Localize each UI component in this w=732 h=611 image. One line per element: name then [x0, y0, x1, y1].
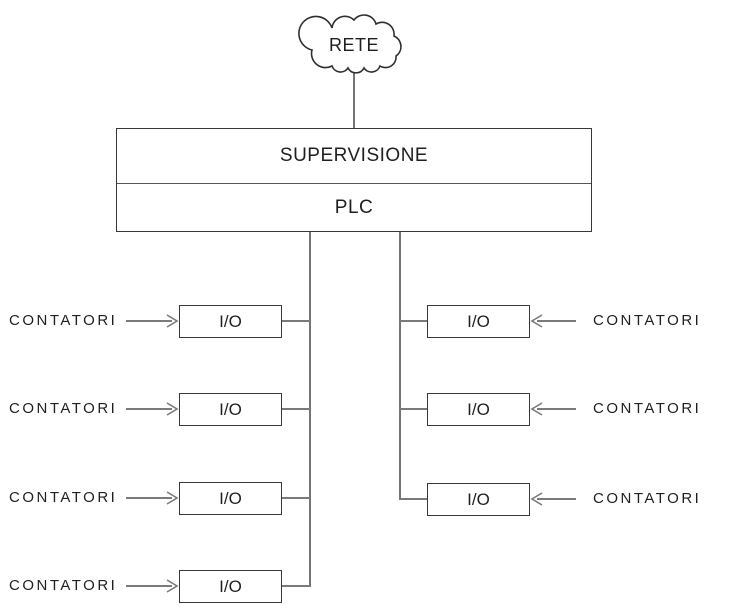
network-cloud-icon — [298, 14, 402, 74]
io-box-right-3: I/O — [427, 483, 530, 516]
io-box-right-2: I/O — [427, 393, 530, 426]
branch-trunk-lines — [309, 232, 401, 586]
io-box-left-2: I/O — [179, 393, 282, 426]
controller-box: SUPERVISIONE PLC — [116, 128, 592, 232]
io-box-left-4: I/O — [179, 570, 282, 603]
io-box-left-3: I/O — [179, 482, 282, 515]
right-input-arrows — [530, 314, 576, 506]
plc-cell: PLC — [117, 183, 591, 231]
supervision-cell: SUPERVISIONE — [279, 145, 429, 166]
cloud-label: RETE — [328, 35, 379, 55]
left-input-arrows — [126, 314, 179, 593]
io-box-left-1: I/O — [179, 305, 282, 338]
contatori-label-right-3: CONTATORI — [593, 490, 702, 507]
network-cloud-shape — [298, 14, 402, 74]
contatori-label-left-4: CONTATORI — [9, 577, 118, 594]
right-branch-connectors — [399, 320, 428, 500]
contatori-label-right-2: CONTATORI — [593, 400, 702, 417]
contatori-label-left-1: CONTATORI — [9, 312, 118, 329]
contatori-label-right-1: CONTATORI — [593, 312, 702, 329]
contatori-label-left-3: CONTATORI — [9, 489, 118, 506]
io-box-right-1: I/O — [427, 305, 530, 338]
contatori-label-left-2: CONTATORI — [9, 400, 118, 417]
left-branch-connectors — [282, 320, 311, 587]
